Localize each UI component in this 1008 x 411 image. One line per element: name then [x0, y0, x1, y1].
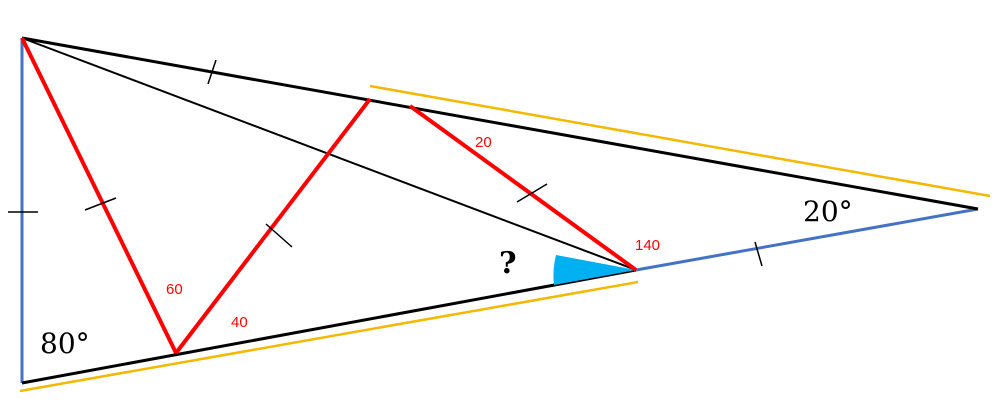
yellow-guide-bottom [19, 280, 639, 393]
angle-20-label: 20° [803, 195, 853, 228]
tick-red-2 [265, 223, 293, 248]
angle-80-label: 80° [40, 327, 90, 360]
angle-marker [553, 255, 636, 285]
tick-red-3 [516, 183, 548, 203]
tick-blue-right [754, 241, 763, 267]
black-top-side [21, 36, 979, 211]
value-140-label: 140 [635, 237, 660, 254]
yellow-guide-top [369, 84, 991, 198]
tick-red-1 [84, 197, 117, 211]
value-20-label: 20 [475, 134, 492, 151]
value-40-label: 40 [231, 314, 248, 331]
question-mark-label: ? [499, 246, 517, 281]
black-bottom-side [21, 268, 637, 385]
red-segment-3 [408, 104, 638, 272]
red-segment-2 [174, 97, 372, 355]
value-60-label: 60 [166, 281, 183, 298]
blue-bottom-right-side [635, 207, 979, 272]
tick-top-side [207, 59, 217, 85]
red-segment-1 [20, 37, 178, 354]
